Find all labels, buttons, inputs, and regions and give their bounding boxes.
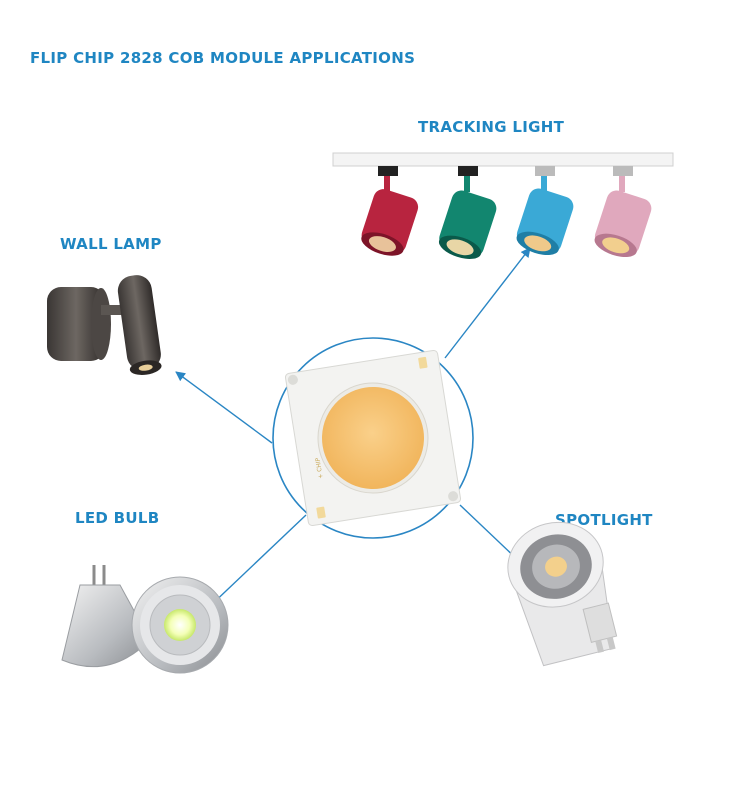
spotlight-image [507, 521, 618, 667]
tracking-head-red [361, 166, 419, 256]
cob-module: + CHIP [272, 337, 474, 539]
bulb-front [131, 576, 229, 674]
track-rail [332, 152, 674, 167]
spotlight-label: SPOTLIGHT [555, 511, 653, 529]
tracking-head-pink [594, 166, 652, 258]
cob-led-emitter [322, 387, 424, 489]
wall-lamp-arm [117, 275, 161, 371]
arrow-to-led-bulb [206, 514, 307, 610]
tracking-head-blue [516, 166, 574, 256]
led-bulb-label: LED BULB [75, 509, 160, 527]
svg-text:+ CHIP: + CHIP [314, 457, 324, 479]
wall-lamp-base [47, 287, 105, 361]
arrow-to-tracking-light [444, 247, 531, 359]
wall-lamp-image [47, 275, 162, 375]
wall-lamp-label: WALL LAMP [60, 235, 162, 253]
cob-solder-pad [316, 506, 326, 519]
cob-mount-hole [448, 491, 459, 502]
spotlight-cob-emitter [545, 556, 567, 577]
cob-solder-pad [418, 356, 428, 369]
arrow-to-wall-lamp [175, 371, 273, 444]
page-title: FLIP CHIP 2828 COB MODULE APPLICATIONS [30, 49, 416, 67]
tracking-light-image [332, 152, 674, 259]
tracking-light-label: TRACKING LIGHT [418, 118, 565, 136]
bulb-cob-emitter [164, 609, 196, 641]
led-bulb-image [61, 565, 229, 674]
tracking-head-green [438, 166, 497, 259]
cob-mount-hole [287, 374, 298, 385]
